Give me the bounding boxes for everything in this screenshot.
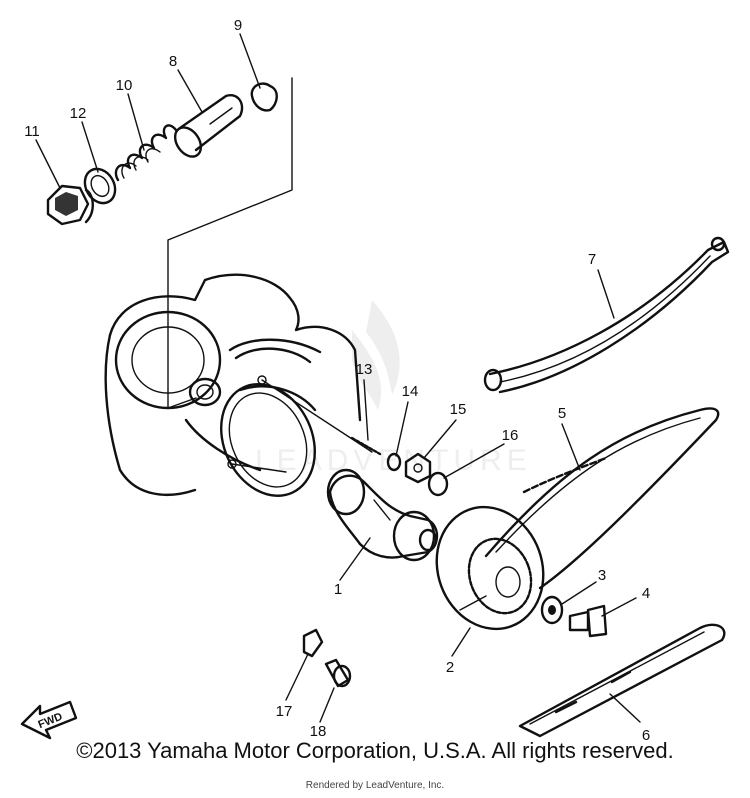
label-4: 4 <box>642 585 650 602</box>
part-3-washer <box>540 595 564 625</box>
label-5: 5 <box>558 405 566 422</box>
label-16: 16 <box>502 427 519 444</box>
label-2: 2 <box>446 659 454 676</box>
label-15: 15 <box>450 401 467 418</box>
part-5-cam-chain <box>484 407 720 590</box>
label-9: 9 <box>234 17 242 34</box>
copyright-text: ©2013 Yamaha Motor Corporation, U.S.A. A… <box>76 738 674 763</box>
part-1-camshaft <box>326 468 439 562</box>
part-7-chain-guide <box>483 236 730 394</box>
label-13: 13 <box>356 361 373 378</box>
fwd-arrow-icon: FWD <box>20 700 78 740</box>
label-6: 6 <box>642 727 650 744</box>
part-6-chain-guide-lower <box>518 623 726 738</box>
part-2-cam-sprocket <box>435 505 545 631</box>
part-9-pad <box>250 82 278 112</box>
label-18: 18 <box>310 723 327 740</box>
part-13-screw <box>350 436 382 456</box>
label-14: 14 <box>402 383 419 400</box>
part-17-stopper <box>302 628 324 658</box>
label-3: 3 <box>598 567 606 584</box>
label-11: 11 <box>24 123 40 140</box>
part-8-plunger <box>173 94 244 158</box>
part-15-nut <box>404 452 432 484</box>
label-1: 1 <box>334 581 342 598</box>
part-16-plug <box>427 471 449 497</box>
label-12: 12 <box>70 105 87 122</box>
part-14-o-ring <box>386 452 402 472</box>
leadventure-watermark-icon: LEADVENTURE <box>255 300 532 477</box>
part-12-washer <box>83 167 117 205</box>
part-labels: 9 8 10 12 11 7 13 14 15 16 5 1 3 4 2 6 1… <box>24 17 650 744</box>
label-8: 8 <box>169 53 177 70</box>
part-4-bolt <box>568 604 608 638</box>
svg-text:LEADVENTURE: LEADVENTURE <box>255 444 532 477</box>
rendered-by-text: Rendered by LeadVenture, Inc. <box>305 780 445 791</box>
part-10-spring <box>114 124 178 182</box>
engine-case <box>104 273 362 497</box>
label-10: 10 <box>116 77 133 94</box>
label-17: 17 <box>276 703 293 720</box>
leader-lines <box>35 33 641 723</box>
part-18-bolt <box>324 658 352 688</box>
label-7: 7 <box>588 251 596 268</box>
